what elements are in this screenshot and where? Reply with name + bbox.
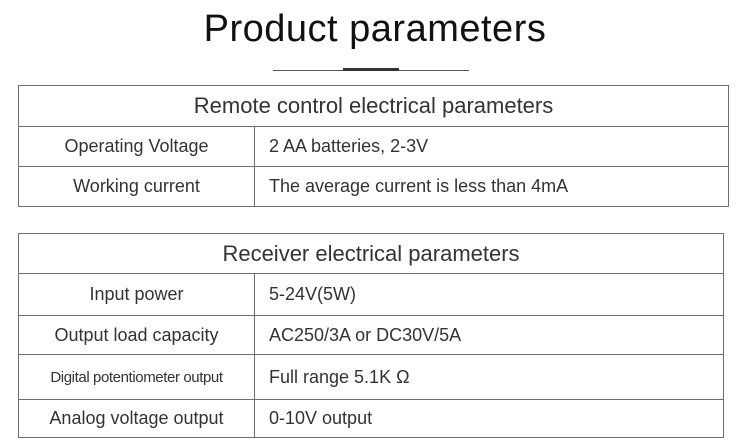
title-underline-accent [343,68,399,71]
row-label-operating-voltage: Operating Voltage [18,126,255,167]
row-value-analog-voltage-output: 0-10V output [253,399,725,438]
table-row: Analog voltage output 0-10V output [18,399,725,438]
row-label-input-power: Input power [18,273,255,316]
row-value-working-current: The average current is less than 4mA [253,166,730,207]
remote-table-heading: Remote control electrical parameters [17,85,730,127]
row-label-working-current: Working current [18,166,255,207]
row-value-input-power: 5-24V(5W) [253,273,725,316]
receiver-table-heading: Receiver electrical parameters [17,233,725,274]
receiver-parameters-table: Receiver electrical parameters Input pow… [17,233,725,438]
table-row: Output load capacity AC250/3A or DC30V/5… [18,315,725,355]
table-row: Operating Voltage 2 AA batteries, 2-3V [18,126,730,167]
table-header-row: Receiver electrical parameters [17,233,725,274]
row-value-output-load-capacity: AC250/3A or DC30V/5A [253,315,725,355]
row-label-analog-voltage-output: Analog voltage output [18,399,255,438]
table-row: Digital potentiometer output Full range … [18,354,725,400]
table-row: Working current The average current is l… [18,166,730,207]
row-label-output-load-capacity: Output load capacity [18,315,255,355]
row-label-digital-potentiometer-output: Digital potentiometer output [18,354,255,400]
table-row: Input power 5-24V(5W) [18,273,725,316]
page-title: Product parameters [203,8,547,50]
remote-parameters-table: Remote control electrical parameters Ope… [17,85,730,207]
table-header-row: Remote control electrical parameters [17,85,730,127]
row-value-digital-potentiometer-output: Full range 5.1K Ω [253,354,725,400]
row-value-operating-voltage: 2 AA batteries, 2-3V [253,126,730,167]
